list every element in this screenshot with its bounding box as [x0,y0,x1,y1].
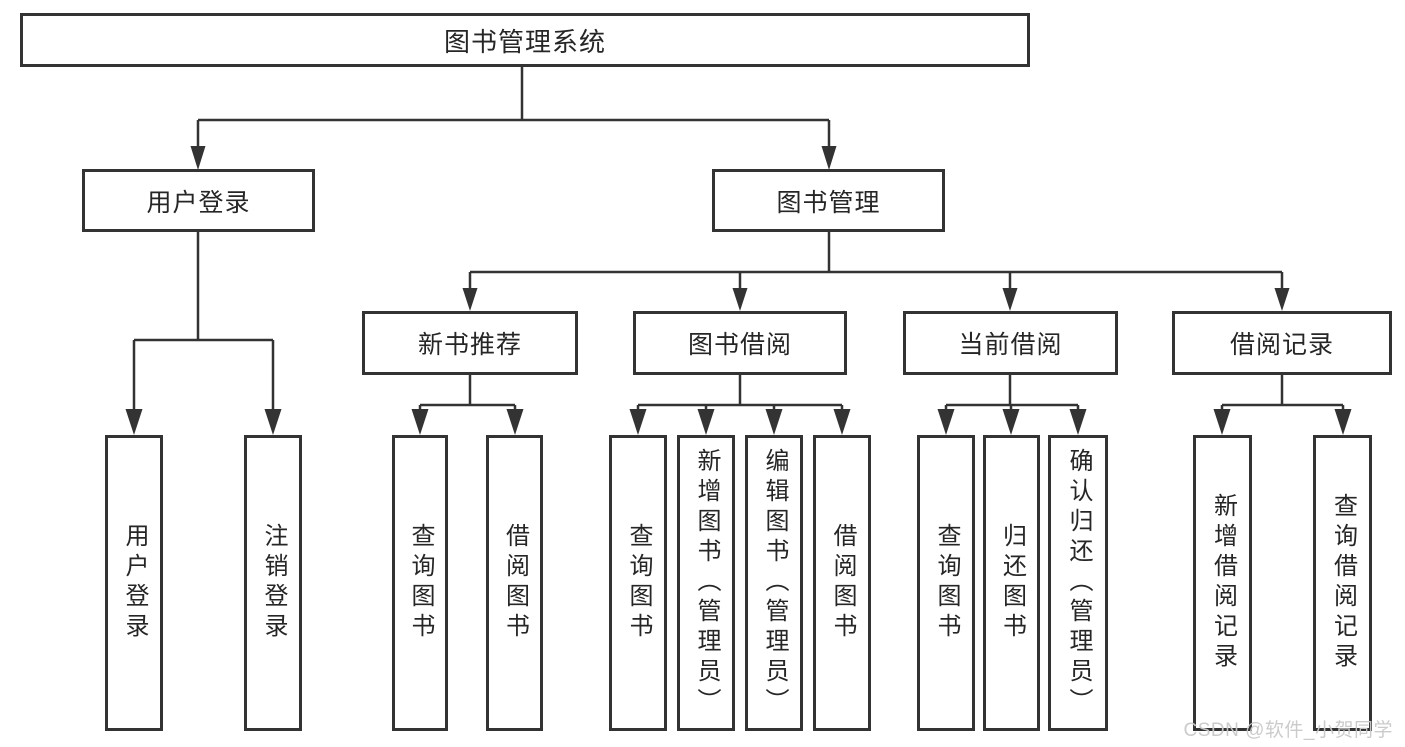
node-label: 新书推荐 [417,331,522,359]
leaf-current-return-books: 归还图书 [983,435,1040,731]
leaf-logout-login: 注销登录 [244,435,302,731]
leaf-borrowing-edit-books-admin: 编辑图书（管理员） [745,435,803,731]
node-label: 当前借阅 [958,331,1063,359]
node-label: 图书借阅 [687,331,792,359]
leaf-borrowing-borrow-books: 借阅图书 [813,435,871,731]
leaf-records-add-borrow-record: 新增借阅记录 [1193,435,1252,731]
leaf-user-login: 用户登录 [105,435,163,731]
node-label: 注销登录 [260,523,287,643]
node-label: 图书管理 [776,188,881,217]
node-label: 确认归还（管理员） [1065,448,1092,718]
node-label: 借阅记录 [1229,331,1334,359]
node-label: 查询借阅记录 [1329,493,1357,673]
node-label: 编辑图书（管理员） [761,448,788,718]
leaf-recommend-query-books: 查询图书 [392,435,448,731]
leaf-current-confirm-return-admin: 确认归还（管理员） [1048,435,1108,731]
leaf-borrowing-query-books: 查询图书 [609,435,667,731]
node-book-management: 图书管理 [712,169,945,232]
arrowheads [125,146,1352,435]
node-user-login: 用户登录 [82,169,315,232]
node-label: 新增借阅记录 [1209,493,1237,673]
node-label: 归还图书 [998,523,1026,643]
node-label: 查询图书 [407,523,434,643]
node-current-borrowing: 当前借阅 [903,311,1118,375]
leaf-borrowing-add-books-admin: 新增图书（管理员） [677,435,735,731]
node-label: 图书管理系统 [443,26,606,57]
node-book-borrowing: 图书借阅 [633,311,847,375]
node-borrowing-records: 借阅记录 [1172,311,1392,375]
node-label: 查询图书 [933,523,960,643]
node-label: 借阅图书 [501,523,529,643]
node-label: 用户登录 [121,523,148,643]
node-library-management-system: 图书管理系统 [20,13,1030,67]
node-label: 用户登录 [146,188,251,217]
csdn-watermark: CSDN @软件_小贺同学 [1183,720,1393,741]
leaf-records-query-borrow-record: 查询借阅记录 [1313,435,1372,731]
node-label: 借阅图书 [829,523,856,643]
node-label: 新增图书（管理员） [693,448,720,718]
node-new-book-recommend: 新书推荐 [362,311,578,375]
node-label: 查询图书 [625,523,652,643]
leaf-recommend-borrow-books: 借阅图书 [486,435,543,731]
leaf-current-query-books: 查询图书 [917,435,975,731]
